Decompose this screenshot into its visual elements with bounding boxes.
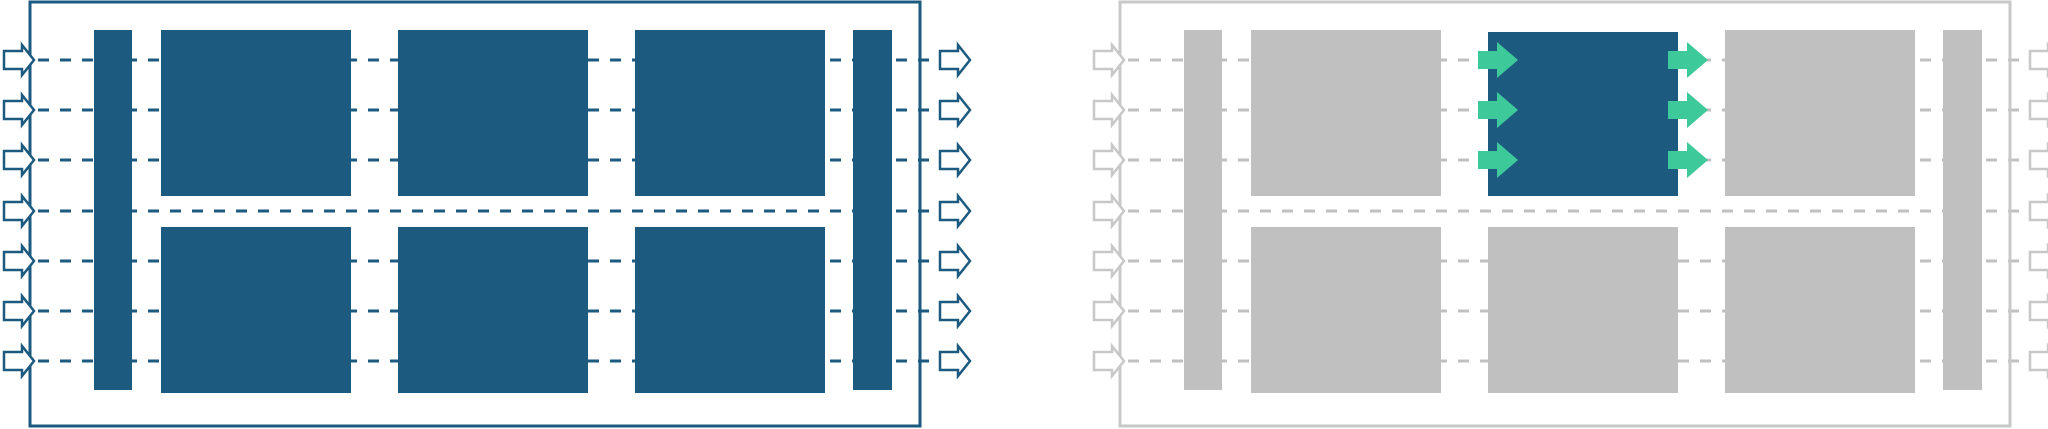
inbound-arrow (2, 91, 36, 129)
accent-arrow (1478, 92, 1518, 128)
outbound-arrow (2028, 342, 2048, 380)
outbound-arrow (938, 292, 972, 330)
accent-arrow (1478, 142, 1518, 178)
left-panel (2, 0, 972, 428)
outbound-arrow (938, 242, 972, 280)
inbound-arrow (2, 292, 36, 330)
accent-arrow (1668, 142, 1708, 178)
block (161, 30, 351, 196)
outbound-arrow (938, 192, 972, 230)
inbound-arrow (1092, 242, 1126, 280)
outbound-arrow (938, 91, 972, 129)
inbound-arrow (1092, 342, 1126, 380)
outbound-arrow (2028, 41, 2048, 79)
highlighted-block (1488, 32, 1678, 196)
outbound-arrow (938, 342, 972, 380)
inbound-arrow (1092, 292, 1126, 330)
block (1251, 30, 1441, 196)
block (398, 227, 588, 393)
block (1251, 227, 1441, 393)
inbound-arrow (2, 41, 36, 79)
accent-arrow (1478, 42, 1518, 78)
outbound-arrow (2028, 141, 2048, 179)
accent-arrow (1668, 92, 1708, 128)
outbound-arrow (2028, 91, 2048, 129)
right-side-bar (853, 30, 892, 390)
right-panel (1092, 0, 2048, 428)
right-side-bar (1943, 30, 1982, 390)
left-side-bar (1184, 30, 1222, 390)
block (161, 227, 351, 393)
inbound-arrow (1092, 41, 1126, 79)
inbound-arrow (2, 192, 36, 230)
outbound-arrow (2028, 242, 2048, 280)
block (1488, 227, 1678, 393)
outbound-arrow (2028, 192, 2048, 230)
inbound-arrow (2, 342, 36, 380)
inbound-arrow (1092, 141, 1126, 179)
outbound-arrow (938, 141, 972, 179)
block (1725, 227, 1915, 393)
inbound-arrow (1092, 192, 1126, 230)
outbound-arrow (2028, 292, 2048, 330)
inbound-arrow (2, 141, 36, 179)
block (635, 227, 825, 393)
inbound-arrow (1092, 91, 1126, 129)
inbound-arrow (2, 242, 36, 280)
left-side-bar (94, 30, 132, 390)
block (398, 30, 588, 196)
outbound-arrow (938, 41, 972, 79)
block (1725, 30, 1915, 196)
block (635, 30, 825, 196)
accent-arrow (1668, 42, 1708, 78)
